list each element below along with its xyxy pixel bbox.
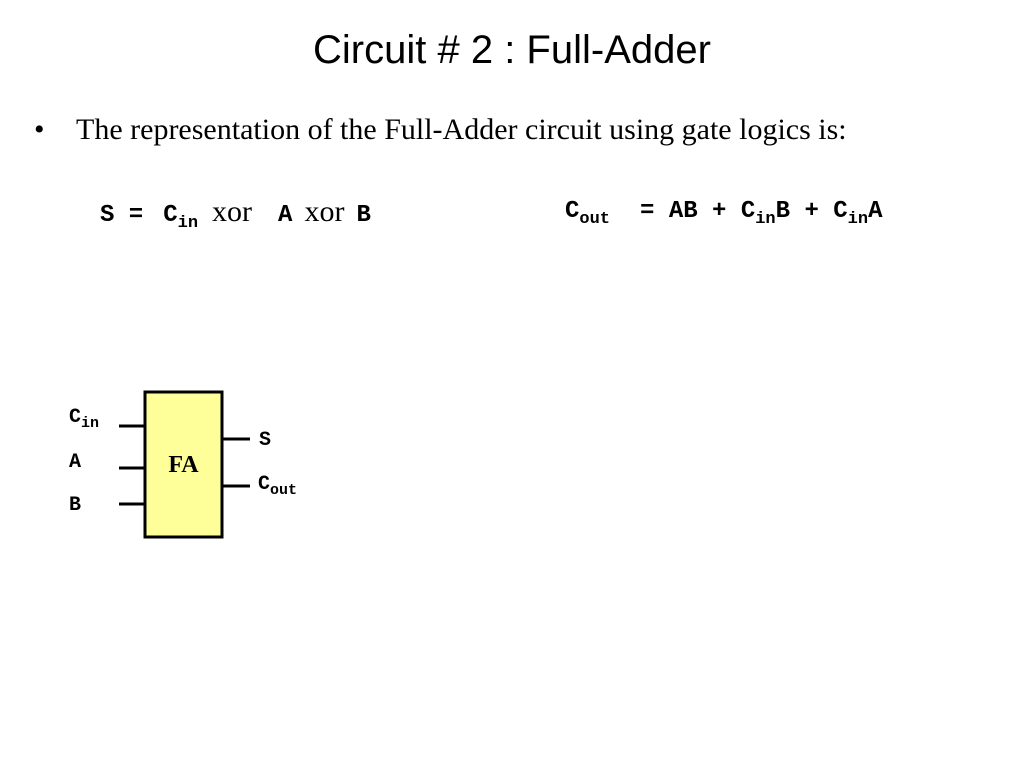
carry-lhs-subscript: out [579,210,611,229]
full-adder-block [143,390,224,539]
carry-rhs-part-3: A [868,198,883,225]
carry-rhs-subscript-2: in [847,210,869,229]
sum-term-cin-letter: C [163,202,178,229]
input-label-cin: Cin [69,406,100,432]
bullet-text: The representation of the Full-Adder cir… [76,113,847,146]
output-label-cout-letter: C [258,473,271,496]
output-label-cout-subscript: out [270,482,298,499]
input-label-a-letter: A [69,451,82,474]
full-adder-block-label: FA [168,452,199,478]
output-label-cout: Cout [258,473,298,499]
bullet-marker: • [34,113,45,146]
input-label-cin-subscript: in [81,415,100,432]
carry-equation-rhs: = AB + CinB + CinA [640,198,883,229]
slide-title: Circuit # 2 : Full-Adder [313,28,711,72]
sum-term-a: A [278,202,293,229]
sum-operator-xor-2: xor [304,195,345,228]
carry-lhs-letter: C [565,198,580,225]
carry-rhs-part-1: = AB + C [640,198,756,225]
carry-equation-lhs: Cout [565,198,610,229]
bullet-item: • The representation of the Full-Adder ci… [34,108,847,152]
carry-equation: Cout= AB + CinB + CinA [565,190,882,236]
sum-operator-xor-1: xor [212,195,253,228]
output-label-s-letter: S [259,429,272,452]
carry-rhs-subscript-1: in [755,210,776,229]
sum-equation-lhs: S = [100,202,144,229]
input-label-b: B [69,494,81,518]
sum-term-cin: Cin [163,202,198,233]
input-label-cin-letter: C [69,406,82,429]
sum-term-b: B [356,202,371,229]
sum-term-cin-subscript: in [177,214,199,233]
carry-rhs-part-2: B + C [775,198,848,225]
output-label-s: S [259,429,271,453]
input-label-b-letter: B [69,494,82,517]
input-label-a: A [69,451,81,475]
